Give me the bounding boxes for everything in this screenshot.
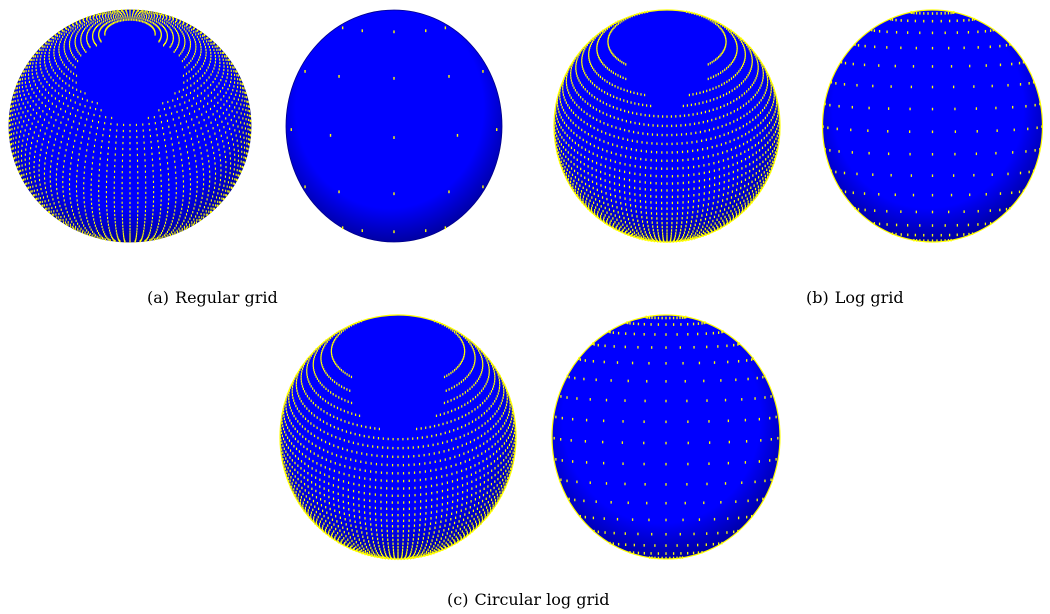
sphere-circular-log-grid-sparse-view <box>551 314 781 560</box>
caption-panel-a: (a) Regular grid <box>147 288 278 307</box>
sphere-log-grid-sparse-view <box>821 9 1044 243</box>
sphere-regular-grid-dense-view <box>8 9 252 243</box>
caption-text: Regular grid <box>175 288 278 307</box>
caption-label: (c) <box>447 590 469 609</box>
caption-panel-c: (c) Circular log grid <box>447 590 609 609</box>
caption-panel-b: (b) Log grid <box>806 288 904 307</box>
caption-text: Circular log grid <box>474 590 610 609</box>
caption-label: (b) <box>806 288 829 307</box>
sphere-circular-log-grid-dense-view <box>279 314 517 561</box>
caption-text: Log grid <box>834 288 904 307</box>
caption-label: (a) <box>147 288 170 307</box>
sphere-log-grid-dense-view <box>553 9 781 243</box>
sphere-regular-grid-sparse-view <box>285 9 503 243</box>
